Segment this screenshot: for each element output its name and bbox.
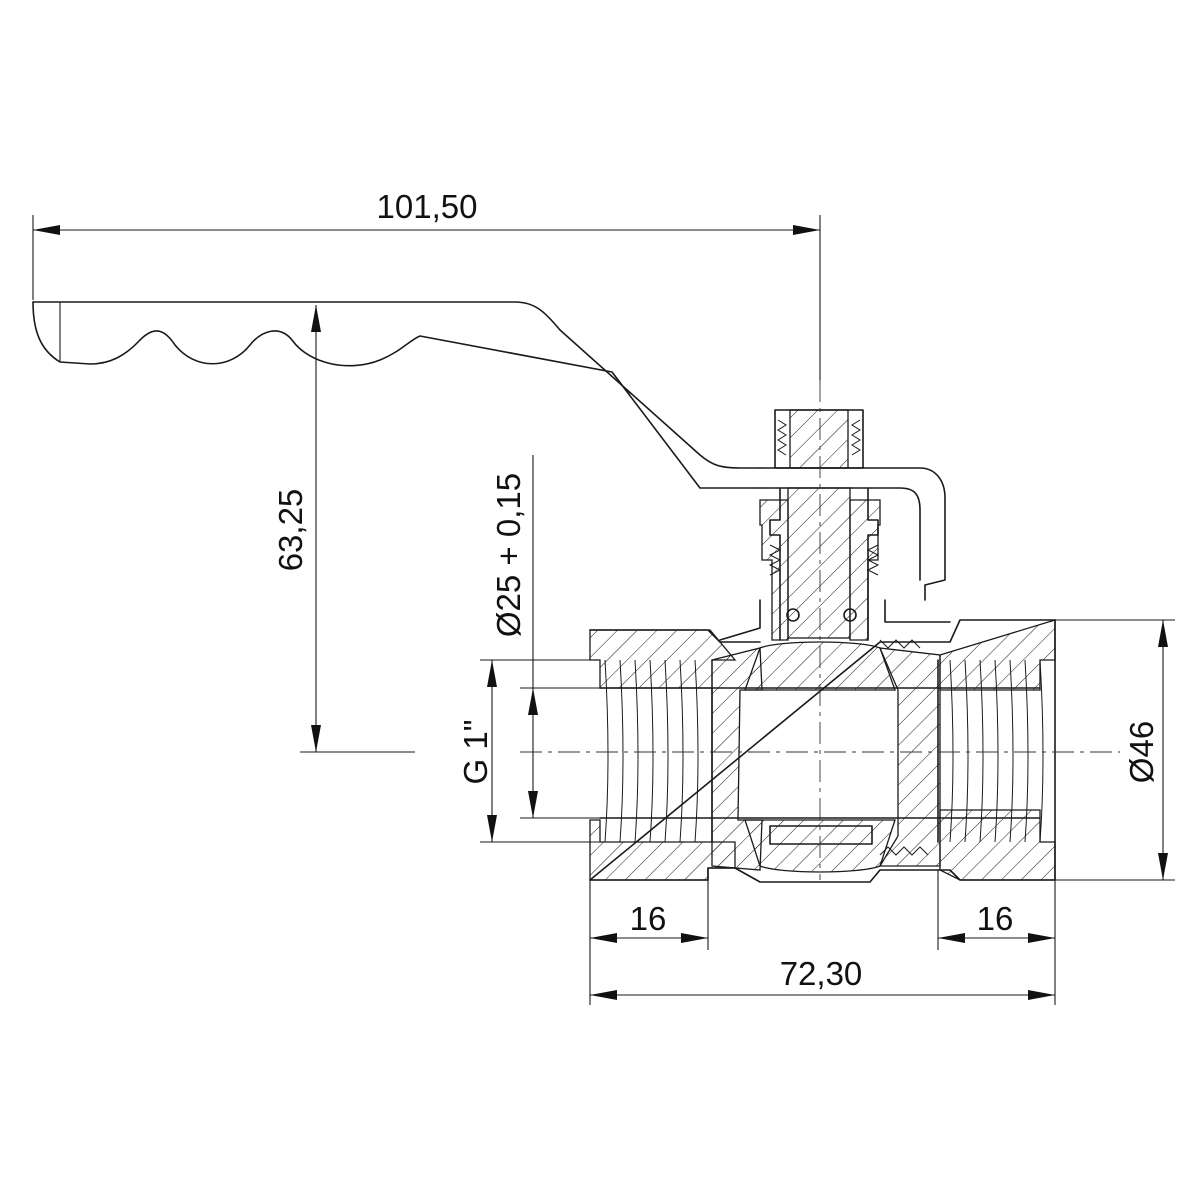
center-lines [520,380,1120,880]
dim-handle-height: 63,25 [272,489,309,572]
valve-handle [32,301,946,601]
dim-stem-bore: Ø25 + 0,15 [490,473,527,637]
dim-thread-size: G 1" [457,720,494,785]
dim-left-thread-length: 16 [630,900,667,937]
dimension-lines [32,215,1175,1005]
valve-stem-assembly [719,409,951,641]
valve-body [589,619,1056,883]
dim-right-thread-length: 16 [977,900,1014,937]
dim-handle-length: 101,50 [377,188,478,225]
dim-outer-diameter: Ø46 [1123,721,1160,783]
dim-overall-length: 72,30 [780,955,863,992]
